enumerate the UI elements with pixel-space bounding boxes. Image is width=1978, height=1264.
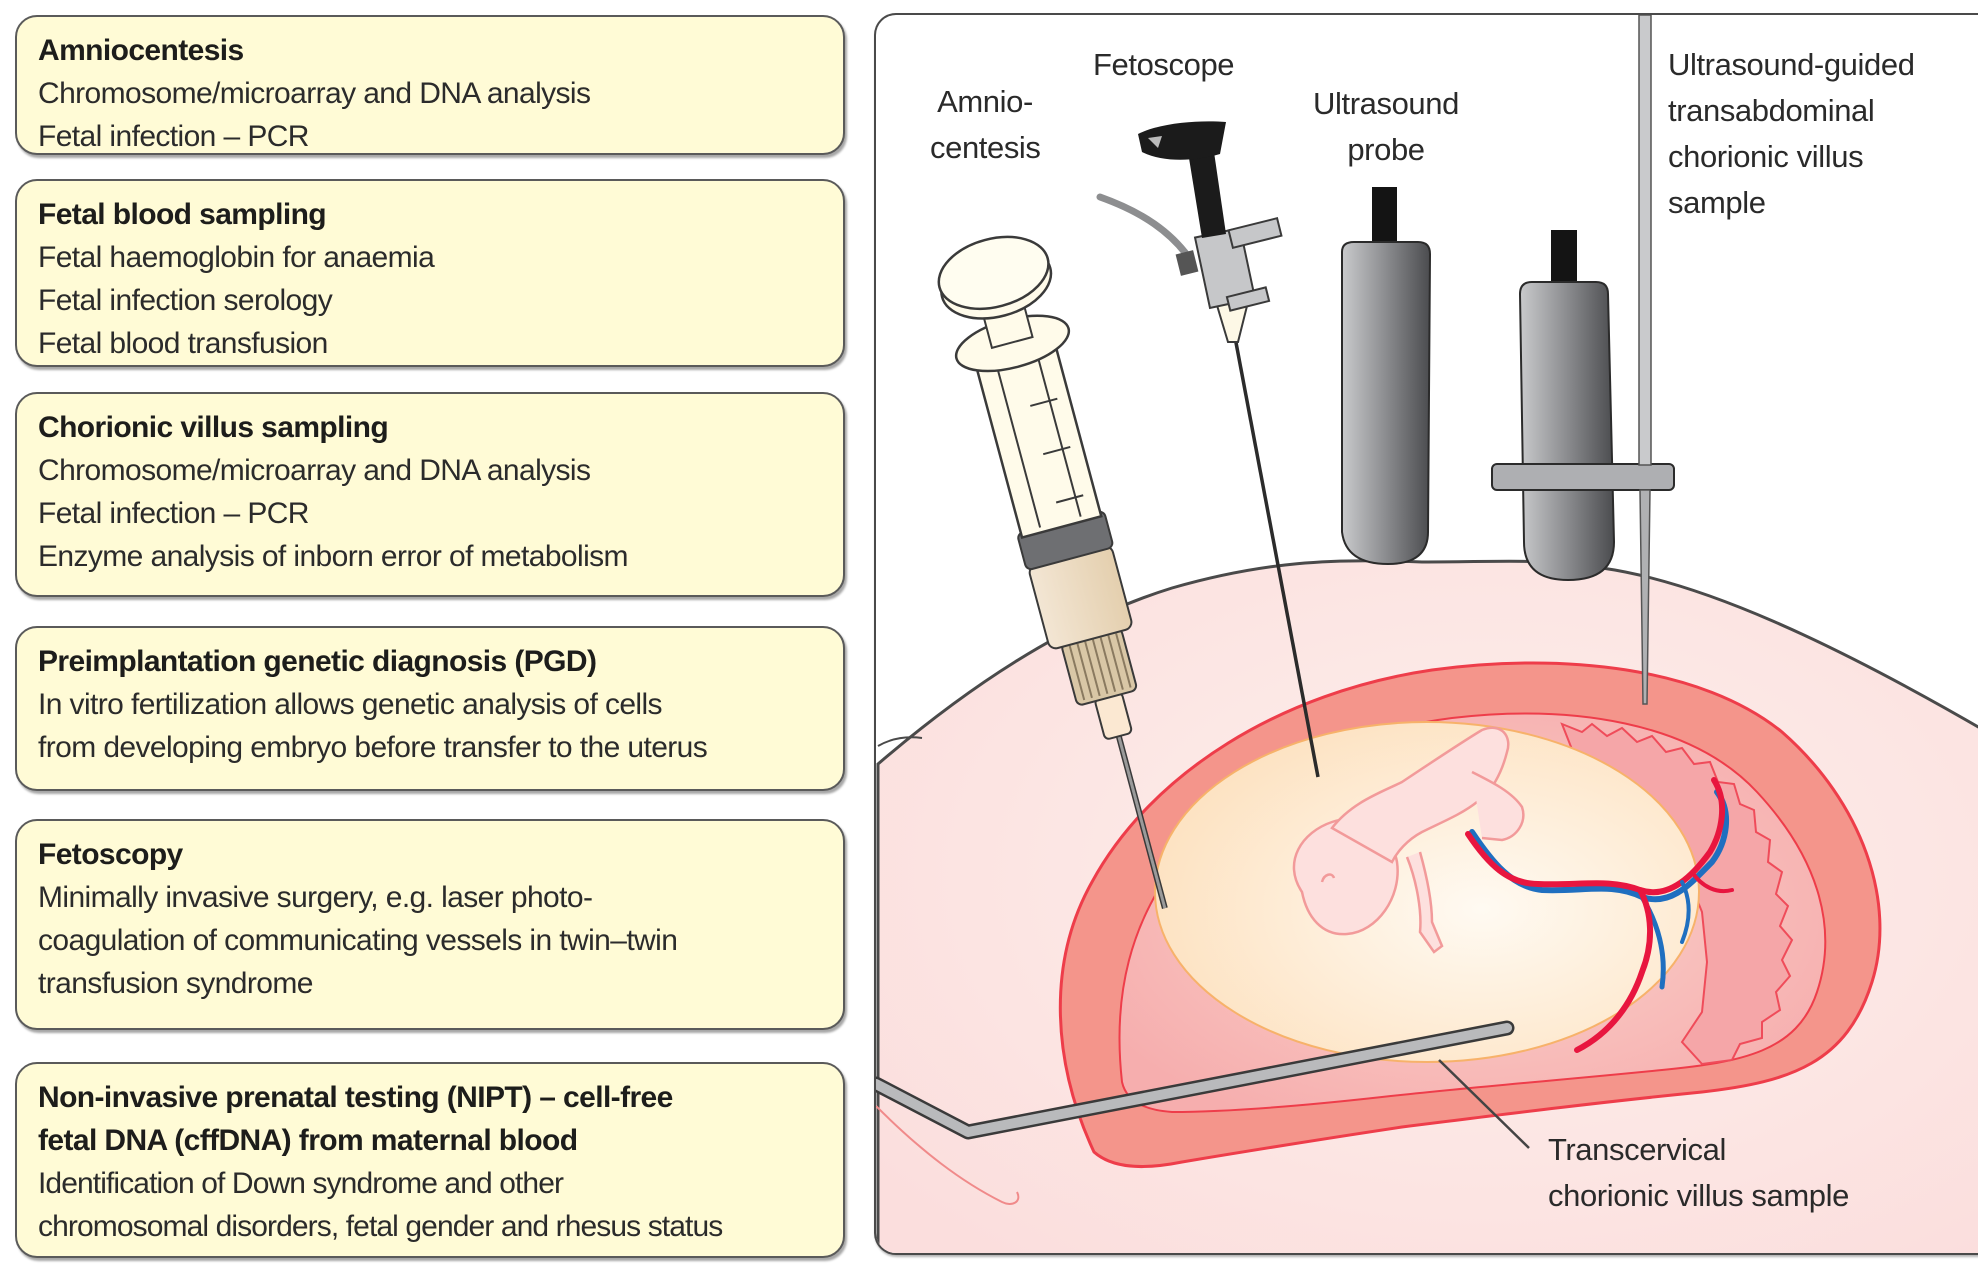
label-amniocentesis: Amnio- centesis bbox=[930, 79, 1041, 171]
label-transcervical-cvs: Transcervical chorionic villus sample bbox=[1548, 1127, 1849, 1219]
label-line: Transcervical bbox=[1548, 1132, 1726, 1167]
box-title: Chorionic villus sampling bbox=[38, 411, 389, 444]
info-box-nipt: Non-invasive prenatal testing (NIPT) – c… bbox=[15, 1062, 845, 1258]
box-title: Fetal blood sampling bbox=[38, 198, 327, 231]
label-line: transabdominal bbox=[1668, 93, 1875, 128]
label-line: Ultrasound bbox=[1313, 86, 1459, 121]
label-fetoscope: Fetoscope bbox=[1093, 47, 1235, 82]
info-box-chorionic-villus-sampling: Chorionic villus sampling Chromosome/mic… bbox=[15, 392, 845, 597]
box-line: Fetal infection – PCR bbox=[38, 120, 309, 153]
fetoscope bbox=[1096, 121, 1320, 778]
prenatal-procedures-illustration: Amnio- centesis Fetoscope Ultrasound pro… bbox=[876, 15, 1978, 1253]
info-box-fetoscopy: Fetoscopy Minimally invasive surgery, e.… bbox=[15, 819, 845, 1030]
info-box-pgd: Preimplantation genetic diagnosis (PGD) … bbox=[15, 626, 845, 791]
box-line: from developing embryo before transfer t… bbox=[38, 731, 708, 764]
illustration-panel: Amnio- centesis Fetoscope Ultrasound pro… bbox=[874, 13, 1978, 1255]
box-line: In vitro fertilization allows genetic an… bbox=[38, 688, 663, 721]
fetus bbox=[1292, 726, 1525, 954]
amniocentesis-syringe bbox=[937, 235, 1168, 909]
label-line: probe bbox=[1347, 132, 1425, 167]
box-line: Minimally invasive surgery, e.g. laser p… bbox=[38, 881, 593, 914]
label-line: chorionic villus bbox=[1668, 139, 1864, 174]
box-title: Amniocentesis bbox=[38, 34, 244, 67]
label-ultrasound-probe: Ultrasound probe bbox=[1296, 81, 1476, 173]
box-title: Non-invasive prenatal testing (NIPT) – c… bbox=[38, 1081, 673, 1114]
label-line: chorionic villus sample bbox=[1548, 1178, 1849, 1213]
ultrasound-probe-guided bbox=[1491, 230, 1675, 582]
box-line: Fetal infection serology bbox=[38, 284, 333, 317]
box-line: Fetal blood transfusion bbox=[38, 327, 328, 360]
info-box-amniocentesis: Amniocentesis Chromosome/microarray and … bbox=[15, 15, 845, 155]
box-line: Chromosome/microarray and DNA analysis bbox=[38, 77, 591, 110]
label-line: sample bbox=[1668, 185, 1766, 220]
box-line: Fetal infection – PCR bbox=[38, 497, 309, 530]
ultrasound-probe bbox=[1341, 187, 1432, 566]
box-title: Fetoscopy bbox=[38, 838, 183, 871]
box-line: Fetal haemoglobin for anaemia bbox=[38, 241, 435, 274]
label-line: Amnio- bbox=[937, 84, 1033, 119]
label-transabdominal-cvs: Ultrasound-guided transabdominal chorion… bbox=[1668, 42, 1915, 226]
placenta bbox=[1560, 722, 1794, 1066]
box-title: Preimplantation genetic diagnosis (PGD) bbox=[38, 645, 597, 678]
box-title: fetal DNA (cffDNA) from maternal blood bbox=[38, 1124, 578, 1157]
box-line: Enzyme analysis of inborn error of metab… bbox=[38, 540, 629, 573]
transcervical-catheter bbox=[876, 1020, 1515, 1205]
skin-fold bbox=[877, 736, 923, 747]
box-line: coagulation of communicating vessels in … bbox=[38, 924, 678, 957]
info-box-fetal-blood-sampling: Fetal blood sampling Fetal haemoglobin f… bbox=[15, 179, 845, 367]
box-line: transfusion syndrome bbox=[38, 967, 313, 1000]
transabdominal-cvs-needle bbox=[1638, 15, 1652, 705]
box-line: Chromosome/microarray and DNA analysis bbox=[38, 454, 591, 487]
leader-line-transcervical bbox=[1438, 1059, 1530, 1149]
label-line: Ultrasound-guided bbox=[1668, 47, 1915, 82]
umbilical-vessels bbox=[1465, 777, 1734, 1053]
label-line: centesis bbox=[930, 130, 1041, 165]
box-line: chromosomal disorders, fetal gender and … bbox=[38, 1210, 723, 1243]
box-line: Identification of Down syndrome and othe… bbox=[38, 1167, 564, 1200]
